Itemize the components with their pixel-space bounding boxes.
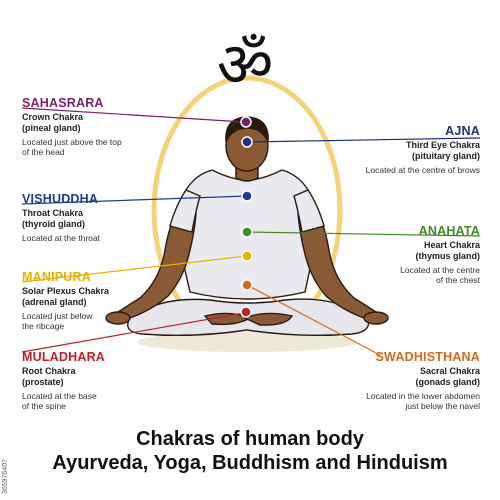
chakra-sub: Third Eye Chakra (pituitary gland) — [405, 140, 480, 161]
chakra-sub: Throat Chakra (thyroid gland) — [22, 208, 85, 229]
chakra-location: Located in the lower abdomen just below … — [366, 391, 480, 411]
leader-lines — [21, 107, 481, 356]
dot-manipura — [241, 250, 253, 262]
chakra-sub: Crown Chakra (pineal gland) — [22, 112, 84, 133]
chakra-sub: Root Chakra (prostate) — [22, 366, 76, 387]
label-swadhisthana: SWADHISTHANA Sacral Chakra (gonads gland… — [290, 350, 480, 412]
title-line-2: Ayurveda, Yoga, Buddhism and Hinduism — [52, 452, 448, 474]
title-line-1: Chakras of human body — [136, 428, 364, 450]
dot-muladhara — [240, 306, 252, 318]
label-muladhara: MULADHARA Root Chakra (prostate) Located… — [22, 350, 202, 412]
leader-sahasrara — [21, 107, 245, 123]
chakra-location: Located at the centre of the chest — [400, 265, 480, 285]
chakra-name: ANAHATA — [418, 224, 480, 238]
chakra-name: VISHUDDHA — [22, 192, 99, 206]
chakra-sub: Sacral Chakra (gonads gland) — [415, 366, 481, 387]
label-anahata: ANAHATA Heart Chakra (thymus gland) Loca… — [300, 224, 480, 286]
chakra-location: Located at the centre of brows — [365, 165, 480, 176]
label-sahasrara: SAHASRARA Crown Chakra (pineal gland) Lo… — [22, 96, 202, 158]
label-ajna: AJNA Third Eye Chakra (pituitary gland) … — [300, 124, 480, 176]
chakra-location: Located just below the ribcage — [22, 311, 93, 331]
dot-anahata — [241, 226, 253, 238]
leader-anahata — [246, 231, 481, 237]
dot-sahasrara — [240, 116, 252, 128]
leader-ajna — [246, 137, 481, 143]
chakra-name: MANIPURA — [22, 270, 91, 284]
chakra-location: Located at the base of the spine — [22, 391, 97, 411]
leader-vishuddha — [21, 195, 248, 205]
leader-manipura — [21, 255, 248, 283]
chakra-name: MULADHARA — [22, 350, 106, 364]
chakra-sub: Solar Plexus Chakra (adrenal gland) — [22, 286, 110, 307]
dot-swadhisthana — [241, 279, 253, 291]
chakra-location: Located just above the top of the head — [22, 137, 122, 157]
dot-ajna — [241, 136, 253, 148]
chakra-sub: Heart Chakra (thymus gland) — [415, 240, 481, 261]
om-icon: ॐ — [205, 28, 285, 101]
leader-muladhara — [21, 312, 245, 353]
leader-swadhisthana — [246, 284, 381, 356]
label-manipura: MANIPURA Solar Plexus Chakra (adrenal gl… — [22, 270, 202, 332]
chakra-name: SAHASRARA — [22, 96, 104, 110]
chakra-location: Located at the throat — [22, 233, 100, 244]
dot-vishuddha — [241, 190, 253, 202]
chakra-name: AJNA — [445, 124, 480, 138]
label-vishuddha: VISHUDDHA Throat Chakra (thyroid gland) … — [22, 192, 202, 244]
ground-shadow — [137, 332, 357, 352]
chakra-dots — [240, 116, 253, 318]
chakra-name: SWADHISTHANA — [375, 350, 480, 364]
stock-id: 365976407 — [2, 458, 9, 494]
svg-text:ॐ: ॐ — [217, 28, 274, 98]
meditating-figure — [105, 116, 389, 337]
